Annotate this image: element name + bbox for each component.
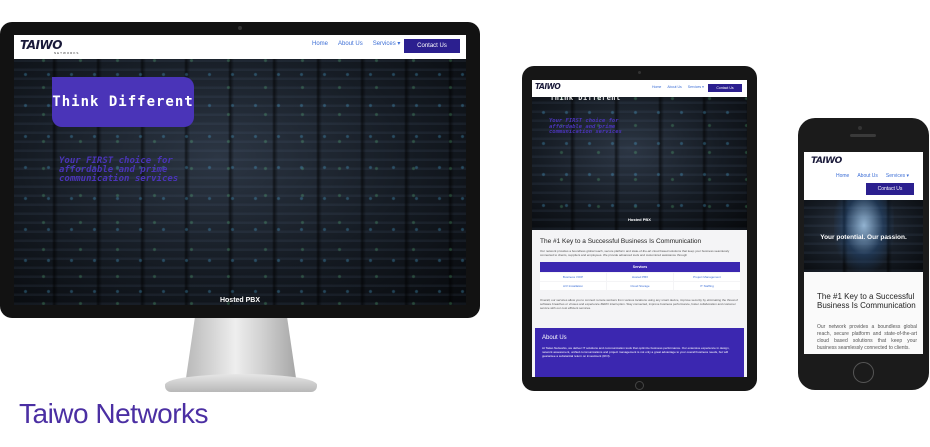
- tablet-home-button: [635, 381, 644, 390]
- section-outro: Overall, our services allow you to conne…: [540, 298, 738, 310]
- hero-caption: Hosted PBX: [628, 217, 651, 222]
- main-nav: Home About Us Services ▾: [836, 173, 909, 179]
- content-section: The #1 Key to a Successful Business Is C…: [804, 272, 923, 354]
- section-intro: Our network provides a boundless global …: [540, 249, 730, 257]
- phone-camera: [858, 126, 862, 130]
- contact-us-button[interactable]: Contact Us: [404, 39, 460, 53]
- nav-about[interactable]: About Us: [338, 40, 363, 47]
- tablet-screen: TAIWO Home About Us Services ▾ Contact U…: [532, 80, 747, 377]
- nav-services[interactable]: Services ▾: [687, 85, 704, 89]
- services-bar: Services: [540, 262, 740, 272]
- nav-about[interactable]: About Us: [857, 173, 878, 179]
- hero-title: Think Different: [550, 94, 621, 102]
- portfolio-caption: Taiwo Networks: [19, 398, 209, 429]
- content-section: The #1 Key to a Successful Business Is C…: [532, 230, 747, 377]
- hero-title-box: Think Different: [52, 77, 194, 127]
- site-header: TAIWO NETWORKS Home About Us Services ▾ …: [14, 35, 466, 59]
- hero-tagline: Your FIRST choice for affordable and pri…: [59, 156, 179, 184]
- section-heading: The #1 Key to a Successful Business Is C…: [540, 238, 702, 245]
- monitor-base: [165, 374, 317, 392]
- nav-home[interactable]: Home: [652, 85, 662, 89]
- main-nav: Home About Us Services ▾: [312, 40, 401, 48]
- section-heading: The #1 Key to a Successful Business Is C…: [817, 292, 916, 310]
- nav-services[interactable]: Services ▾: [885, 173, 909, 179]
- nav-about[interactable]: About Us: [667, 85, 682, 89]
- phone-speaker: [850, 134, 876, 137]
- phone-mockup: TAIWO Home About Us Services ▾ Contact U…: [798, 118, 929, 390]
- tablet-camera: [638, 71, 641, 74]
- about-us-block: About Us At Taiwo Networks, we deliver I…: [535, 328, 744, 377]
- site-logo[interactable]: TAIWO: [20, 38, 62, 52]
- logo-wordmark: TAIWO: [20, 38, 62, 52]
- logo-subtitle: NETWORKS: [54, 51, 80, 55]
- hero-tagline: Your FIRST choice for affordable and pri…: [549, 118, 622, 135]
- logo-wordmark: TAIWO: [811, 156, 842, 166]
- hero-light-glow: [834, 200, 894, 272]
- about-heading: About Us: [542, 335, 567, 341]
- server-led-texture: [532, 97, 747, 230]
- tablet-mockup: TAIWO Home About Us Services ▾ Contact U…: [522, 66, 757, 391]
- desktop-screen: TAIWO NETWORKS Home About Us Services ▾ …: [14, 35, 466, 305]
- service-link[interactable]: Hosted PBX: [607, 273, 673, 281]
- nav-home[interactable]: Home: [312, 40, 329, 47]
- hero-title: Think Different: [52, 94, 194, 110]
- hero-banner: Think Different Your FIRST choice for af…: [14, 59, 466, 305]
- logo-wordmark: TAIWO: [535, 82, 561, 91]
- nav-services[interactable]: Services ▾: [372, 41, 401, 47]
- nav-home[interactable]: Home: [836, 173, 850, 179]
- service-link[interactable]: Business VOIP: [540, 273, 606, 281]
- monitor-stand: [186, 318, 296, 378]
- site-logo[interactable]: TAIWO: [811, 156, 842, 166]
- service-link[interactable]: A/V Installation: [540, 282, 606, 290]
- phone-home-button: [853, 362, 874, 383]
- contact-us-button[interactable]: Contact Us: [708, 84, 742, 92]
- phone-screen: TAIWO Home About Us Services ▾ Contact U…: [804, 152, 923, 354]
- service-link[interactable]: Project Management: [674, 273, 740, 281]
- hero-slogan: Your potential. Our passion.: [820, 234, 907, 241]
- hero-banner: Think Different Your FIRST choice for af…: [532, 94, 747, 230]
- about-text: At Taiwo Networks, we deliver IT solutio…: [542, 346, 730, 358]
- hero-caption: Hosted PBX: [219, 297, 261, 304]
- services-grid: Business VOIP Hosted PBX Project Managem…: [540, 273, 740, 290]
- service-link[interactable]: IT Staffing: [674, 282, 740, 290]
- site-header: TAIWO Home About Us Services ▾ Contact U…: [532, 80, 747, 97]
- site-logo[interactable]: TAIWO: [535, 82, 561, 91]
- hero-banner: Your potential. Our passion.: [804, 200, 923, 272]
- contact-us-button[interactable]: Contact Us: [866, 183, 914, 195]
- section-text: Our network provides a boundless global …: [817, 324, 917, 351]
- desktop-monitor-mockup: TAIWO NETWORKS Home About Us Services ▾ …: [0, 22, 480, 318]
- service-link[interactable]: Cloud Storage: [607, 282, 673, 290]
- webcam-dot: [238, 26, 242, 30]
- main-nav: Home About Us Services ▾: [652, 85, 704, 89]
